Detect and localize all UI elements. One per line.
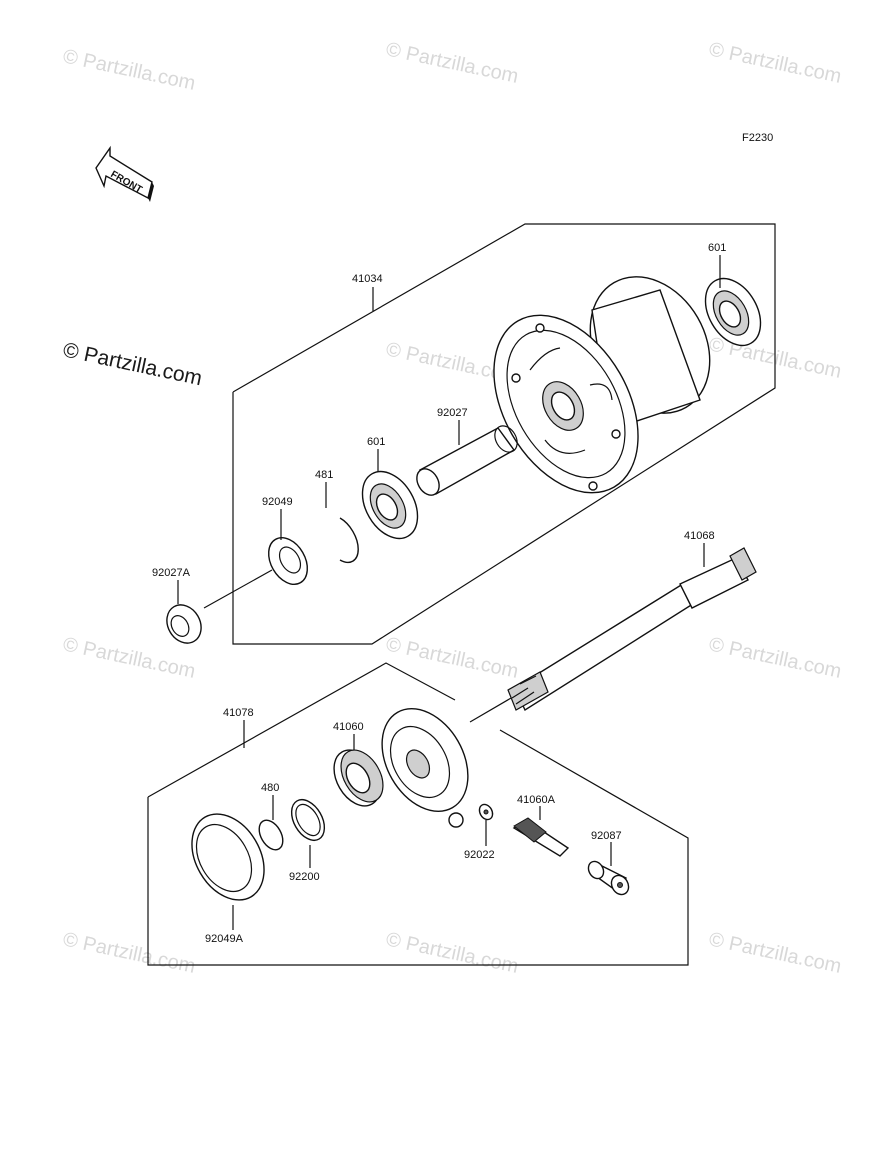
label-92022: 92022 [464, 849, 495, 861]
front-arrow-icon: FRONT [95, 145, 154, 202]
watermark: © Partzilla.com [384, 928, 520, 978]
watermark: © Partzilla.com [384, 38, 520, 88]
label-41060: 41060 [333, 721, 364, 733]
hub-41034 [493, 276, 711, 494]
watermark: © Partzilla.com [384, 633, 520, 683]
label-92027: 92027 [437, 407, 468, 419]
leader-lines [177, 255, 721, 930]
watermark: © Partzilla.com [707, 633, 843, 683]
gear-41060 [333, 749, 384, 807]
label-92049A: 92049A [205, 933, 244, 945]
circlip-481 [339, 517, 359, 564]
watermark: © Partzilla.com [707, 928, 843, 978]
label-41034: 41034 [352, 273, 383, 285]
label-92087: 92087 [591, 830, 622, 842]
label-41078: 41078 [223, 707, 254, 719]
gear-housing-outline-right [147, 729, 689, 966]
diagram-code: F2230 [742, 132, 773, 144]
bushing-92087 [587, 860, 630, 896]
label-601-top: 601 [708, 242, 726, 254]
part-labels: 41034 601 92027 601 481 92049 92027A 410… [152, 242, 726, 945]
label-92200: 92200 [289, 871, 320, 883]
washer-92200 [290, 799, 326, 841]
watermark: © Partzilla.com [61, 45, 197, 95]
hub-assembly-outline [232, 223, 776, 645]
spacer-92027 [416, 425, 518, 496]
watermark-layer: © Partzilla.com © Partzilla.com © Partzi… [61, 38, 843, 978]
seal-92049 [267, 537, 309, 585]
washer-92022 [478, 803, 494, 821]
watermark: © Partzilla.com [707, 38, 843, 88]
label-92027A: 92027A [152, 567, 191, 579]
label-92049: 92049 [262, 496, 293, 508]
collar-92027A [166, 569, 273, 644]
label-41060A: 41060A [517, 794, 556, 806]
bearing-601-mid [361, 470, 419, 540]
bearing-601-top [704, 277, 762, 347]
label-481: 481 [315, 469, 333, 481]
pinion-41060A [512, 817, 570, 857]
gear-housing-41078 [381, 708, 469, 828]
watermark: © Partzilla.com [61, 633, 197, 683]
label-480: 480 [261, 782, 279, 794]
gear-housing-outline [147, 662, 456, 798]
watermark-primary: © Partzilla.com [61, 338, 204, 390]
watermark: © Partzilla.com [61, 928, 197, 978]
axle-41068 [469, 547, 757, 723]
seal-92049A [191, 813, 265, 901]
label-601-mid: 601 [367, 436, 385, 448]
circlip-480 [258, 819, 284, 851]
label-41068: 41068 [684, 530, 715, 542]
